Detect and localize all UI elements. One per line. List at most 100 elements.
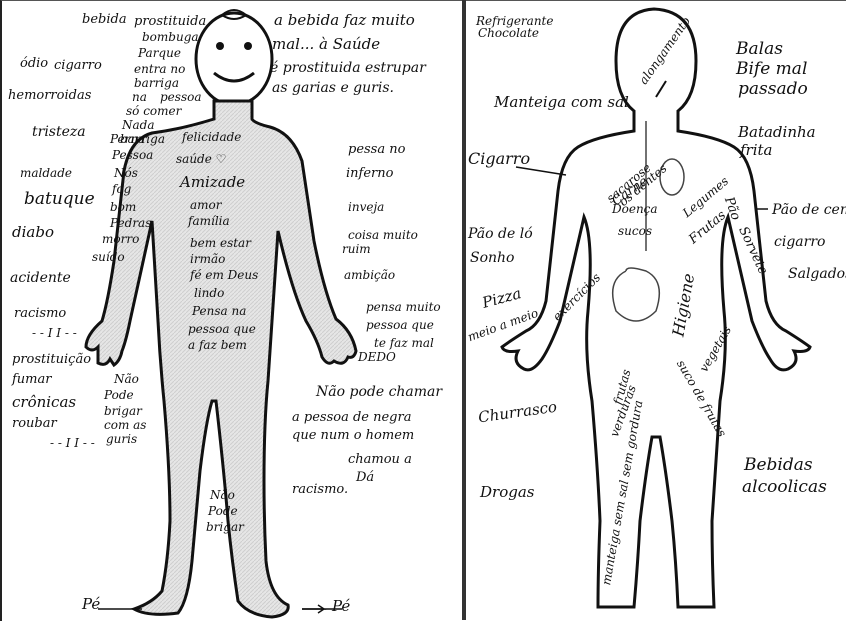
word-prostituicao: prostituição: [12, 353, 91, 366]
word-brigar: brigar: [104, 405, 142, 417]
word-inveja: inveja: [348, 201, 384, 213]
sentence-pessoa-negra: a pessoa de negra: [292, 411, 411, 424]
word-amor: amor: [190, 199, 222, 211]
word-acidente: acidente: [10, 271, 71, 285]
word-pessoa: pessoa: [160, 91, 201, 103]
word-pessa-no: pessa no: [348, 143, 405, 156]
word-sucos: sucos: [618, 225, 652, 237]
sentence-3: é prostituida estrupar: [270, 61, 426, 75]
word-prostituida: prostituida: [134, 15, 206, 28]
word-maldade: maldade: [20, 167, 72, 179]
word-batadinha: Batadinha: [738, 125, 816, 140]
head: [196, 13, 272, 105]
word-entra-no: entra no: [134, 63, 185, 75]
sentence-1: a bebida faz muito: [274, 13, 415, 28]
left-eye: [216, 42, 224, 50]
sentence-racismo: racismo.: [292, 483, 348, 496]
word-barriga: barriga: [134, 77, 179, 89]
word-pode: Pode: [104, 389, 134, 401]
word-com-as: com as: [104, 419, 146, 431]
word-te-faz-mal: te faz mal: [374, 337, 434, 349]
sentence-que-num: que num o homem: [292, 429, 414, 442]
sentence-da: Dá: [356, 471, 374, 484]
word-bebida: bebida: [82, 13, 127, 26]
word-inferno: inferno: [346, 167, 393, 180]
word-pensa-na: Pensa na: [192, 305, 246, 317]
left-drawing-panel: bebida prostituida bombuga Parque entra …: [0, 0, 464, 621]
word-pode-legs: Pode: [208, 505, 238, 517]
word-irmao: irmão: [190, 253, 225, 265]
word-manteiga-com-sal: Manteiga com sal: [494, 95, 629, 110]
word-frita: frita: [740, 143, 773, 158]
word-nao-legs: Não: [210, 489, 235, 501]
word-cronicas: crônicas: [12, 395, 76, 410]
word-pao-de-centeio: Pão de centeio: [772, 203, 846, 217]
word-coisa-muito: coisa muito: [348, 229, 418, 241]
word-pao-de-lo: Pão de ló: [468, 227, 533, 241]
word-pensa-muito: pensa muito: [366, 301, 441, 313]
word-drogas: Drogas: [480, 485, 534, 500]
word-felicidade: felicidade: [182, 131, 241, 143]
word-pe-right: Pé: [332, 599, 350, 614]
word-balas: Balas: [736, 41, 783, 58]
word-guris: guris: [106, 433, 137, 445]
word-bombuga: bombuga: [142, 31, 199, 43]
word-alcoolicas: alcoolicas: [742, 479, 827, 496]
word-doenca: Doença: [612, 203, 658, 215]
word-batuque: batuque: [24, 191, 95, 208]
word-salgados: Salgados: [788, 267, 846, 281]
word-bebidas: Bebidas: [744, 457, 813, 474]
word-pessoa-que-2: pessoa que: [366, 319, 434, 331]
word-cigarro-left: Cigarro: [468, 151, 530, 167]
word-na: na: [132, 91, 147, 103]
word-chocolate: Chocolate: [478, 27, 539, 39]
word-odio: ódio: [20, 57, 48, 70]
word-perna: Perna: [110, 133, 145, 145]
word-racismo: racismo: [14, 307, 66, 320]
word-ambicao: ambição: [344, 269, 395, 281]
separator-1: - - I I - -: [32, 327, 77, 339]
separator-2: - - I I - -: [50, 437, 95, 449]
word-ruim: ruim: [342, 243, 371, 255]
feet-arrow: [302, 605, 324, 613]
word-pessoa-que: pessoa que: [188, 323, 256, 335]
word-familia: família: [188, 215, 230, 227]
word-morro: morro: [102, 233, 139, 245]
word-bife-mal: Bife mal: [736, 61, 807, 78]
word-saude: saúde ♡: [176, 153, 226, 165]
sentence-nao-pode: Não pode chamar: [316, 385, 442, 399]
word-fe-em-deus: fé em Deus: [190, 269, 258, 281]
sentence-chamou-a: chamou a: [348, 453, 412, 466]
word-pe-left: Pé: [82, 597, 100, 612]
word-parque: Parque: [138, 47, 181, 59]
word-pessoa-2: Pessoa: [112, 149, 153, 161]
word-fumar: fumar: [12, 373, 51, 386]
word-cigarro: cigarro: [54, 59, 102, 72]
word-tristeza: tristeza: [32, 125, 86, 139]
right-drawing-panel: Refrigerante Chocolate alongamento Balas…: [466, 0, 846, 621]
word-suido: suído: [92, 251, 125, 263]
word-lindo: lindo: [194, 287, 224, 299]
word-bom: bom: [110, 201, 136, 213]
word-pedras: Pedras: [110, 217, 151, 229]
word-bem-estar: bem estar: [190, 237, 251, 249]
word-nao: Não: [114, 373, 139, 385]
word-brigar-legs: brigar: [206, 521, 244, 533]
word-so-comer: só comer: [126, 105, 181, 117]
word-sonho: Sonho: [470, 251, 514, 265]
word-nos: Nós: [114, 167, 138, 179]
right-eye: [244, 42, 252, 50]
word-cigarro-right: cigarro: [774, 235, 825, 249]
word-a-faz-bem: a faz bem: [188, 339, 247, 351]
word-hemorroidas: hemorroidas: [8, 89, 91, 102]
word-dedo: DEDO: [358, 351, 396, 363]
arrow-cigarro: [516, 167, 566, 175]
sentence-4: as garias e guris.: [272, 81, 394, 95]
word-roubar: roubar: [12, 417, 57, 430]
word-amizade: Amizade: [180, 175, 245, 190]
word-passado: passado: [738, 81, 808, 98]
word-nada: Nada: [122, 119, 155, 131]
sentence-2: mal... à Saúde: [272, 37, 380, 52]
word-diabo: diabo: [12, 225, 54, 240]
word-fog: fog: [112, 183, 131, 195]
